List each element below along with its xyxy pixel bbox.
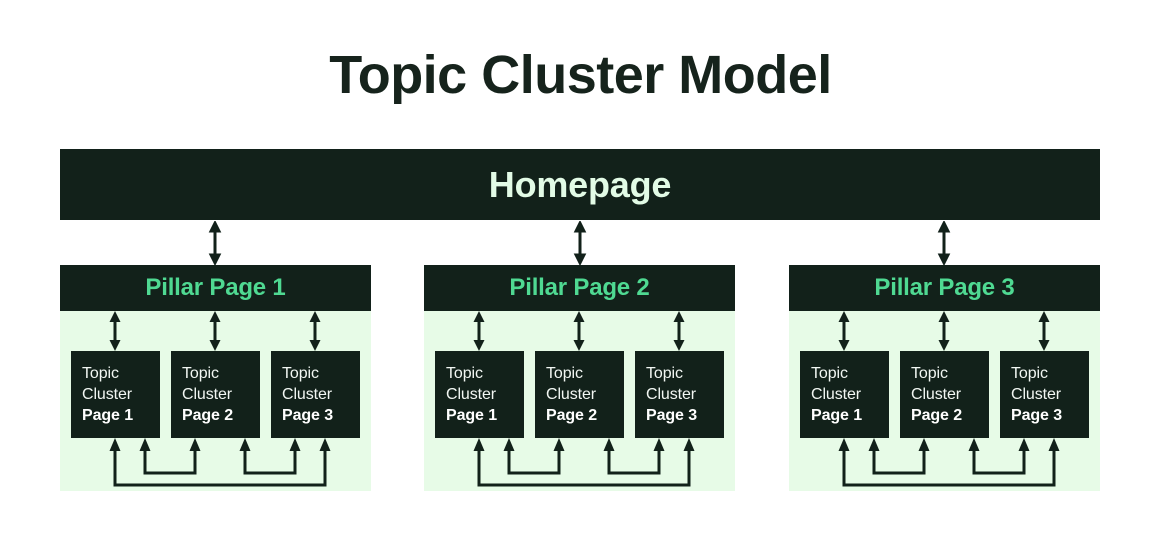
pillar-page-1-label: Pillar Page 1 <box>145 274 286 301</box>
cluster-group-1: Pillar Page 1 <box>60 265 371 491</box>
arrow-pillar-to-cluster-1 <box>109 311 121 351</box>
cluster-line-page: Page 3 <box>1011 407 1062 424</box>
link-cluster-2-to-3 <box>968 438 1030 475</box>
arrow-pillar-to-cluster-2 <box>573 311 585 351</box>
cluster-group-1-box-1[interactable]: Topic Cluster Page 1 <box>71 351 160 438</box>
pillar-page-1-bar[interactable]: Pillar Page 1 <box>60 265 371 311</box>
arrow-pillar-to-cluster-3 <box>1038 311 1050 351</box>
homepage-to-pillar-arrows <box>0 221 1161 265</box>
arrow-pillar-to-cluster-3 <box>673 311 685 351</box>
cluster-line-cluster: Cluster <box>446 386 496 403</box>
link-cluster-1-to-2 <box>503 438 565 475</box>
cluster-line-cluster: Cluster <box>282 386 332 403</box>
cluster-line-cluster: Cluster <box>811 386 861 403</box>
cluster-group-2-box-2[interactable]: Topic Cluster Page 2 <box>535 351 624 438</box>
pillar-page-2-bar[interactable]: Pillar Page 2 <box>424 265 735 311</box>
arrow-pillar-to-cluster-1 <box>838 311 850 351</box>
cluster-group-3-box-1[interactable]: Topic Cluster Page 1 <box>800 351 889 438</box>
cluster-group-2-box-3[interactable]: Topic Cluster Page 3 <box>635 351 724 438</box>
pillar-page-2-label: Pillar Page 2 <box>509 274 650 301</box>
cluster-line-page: Page 1 <box>811 407 862 424</box>
cluster-group-3-box-2[interactable]: Topic Cluster Page 2 <box>900 351 989 438</box>
cluster-group-1-body: Topic Cluster Page 1 Topic Cluster Page … <box>60 311 371 491</box>
link-cluster-2-to-3 <box>603 438 665 475</box>
link-cluster-1-to-3 <box>473 438 695 487</box>
cluster-group-3-box-3[interactable]: Topic Cluster Page 3 <box>1000 351 1089 438</box>
cluster-line-page: Page 1 <box>82 407 133 424</box>
arrow-pillar-to-cluster-3 <box>309 311 321 351</box>
cluster-line-topic: Topic <box>1011 365 1048 382</box>
cluster-line-topic: Topic <box>546 365 583 382</box>
cluster-line-topic: Topic <box>282 365 319 382</box>
cluster-line-page: Page 2 <box>182 407 233 424</box>
cluster-line-topic: Topic <box>911 365 948 382</box>
cluster-line-cluster: Cluster <box>646 386 696 403</box>
cluster-line-page: Page 2 <box>911 407 962 424</box>
cluster-group-1-box-3[interactable]: Topic Cluster Page 3 <box>271 351 360 438</box>
arrow-homepage-pillar-1 <box>208 221 222 265</box>
cluster-line-cluster: Cluster <box>82 386 132 403</box>
cluster-line-topic: Topic <box>446 365 483 382</box>
homepage-label: Homepage <box>488 163 672 205</box>
arrow-homepage-pillar-3 <box>937 221 951 265</box>
link-cluster-1-to-3 <box>109 438 331 487</box>
cluster-line-cluster: Cluster <box>911 386 961 403</box>
cluster-line-topic: Topic <box>82 365 119 382</box>
arrow-homepage-pillar-2 <box>573 221 587 265</box>
link-cluster-2-to-3 <box>239 438 301 475</box>
cluster-line-topic: Topic <box>646 365 683 382</box>
cluster-line-page: Page 2 <box>546 407 597 424</box>
cluster-line-page: Page 3 <box>646 407 697 424</box>
cluster-line-cluster: Cluster <box>546 386 596 403</box>
arrow-pillar-to-cluster-2 <box>209 311 221 351</box>
group-1-connectors <box>109 311 331 487</box>
cluster-line-cluster: Cluster <box>182 386 232 403</box>
pillar-page-3-label: Pillar Page 3 <box>874 274 1015 301</box>
homepage-bar[interactable]: Homepage <box>60 149 1100 220</box>
cluster-line-page: Page 1 <box>446 407 497 424</box>
group-2-connectors <box>473 311 695 487</box>
arrow-pillar-to-cluster-1 <box>473 311 485 351</box>
cluster-line-topic: Topic <box>811 365 848 382</box>
cluster-group-2-body: Topic Cluster Page 1 Topic Cluster Page … <box>424 311 735 491</box>
link-cluster-1-to-2 <box>139 438 201 475</box>
link-cluster-1-to-3 <box>838 438 1060 487</box>
cluster-group-3: Pillar Page 3 <box>789 265 1100 491</box>
cluster-group-1-box-2[interactable]: Topic Cluster Page 2 <box>171 351 260 438</box>
cluster-line-page: Page 3 <box>282 407 333 424</box>
pillar-page-3-bar[interactable]: Pillar Page 3 <box>789 265 1100 311</box>
cluster-line-topic: Topic <box>182 365 219 382</box>
cluster-line-cluster: Cluster <box>1011 386 1061 403</box>
page-title: Topic Cluster Model <box>329 45 832 105</box>
cluster-group-2-box-1[interactable]: Topic Cluster Page 1 <box>435 351 524 438</box>
group-3-connectors <box>838 311 1060 487</box>
link-cluster-1-to-2 <box>868 438 930 475</box>
cluster-group-2: Pillar Page 2 <box>424 265 735 491</box>
arrow-pillar-to-cluster-2 <box>938 311 950 351</box>
cluster-group-3-body: Topic Cluster Page 1 Topic Cluster Page … <box>789 311 1100 491</box>
